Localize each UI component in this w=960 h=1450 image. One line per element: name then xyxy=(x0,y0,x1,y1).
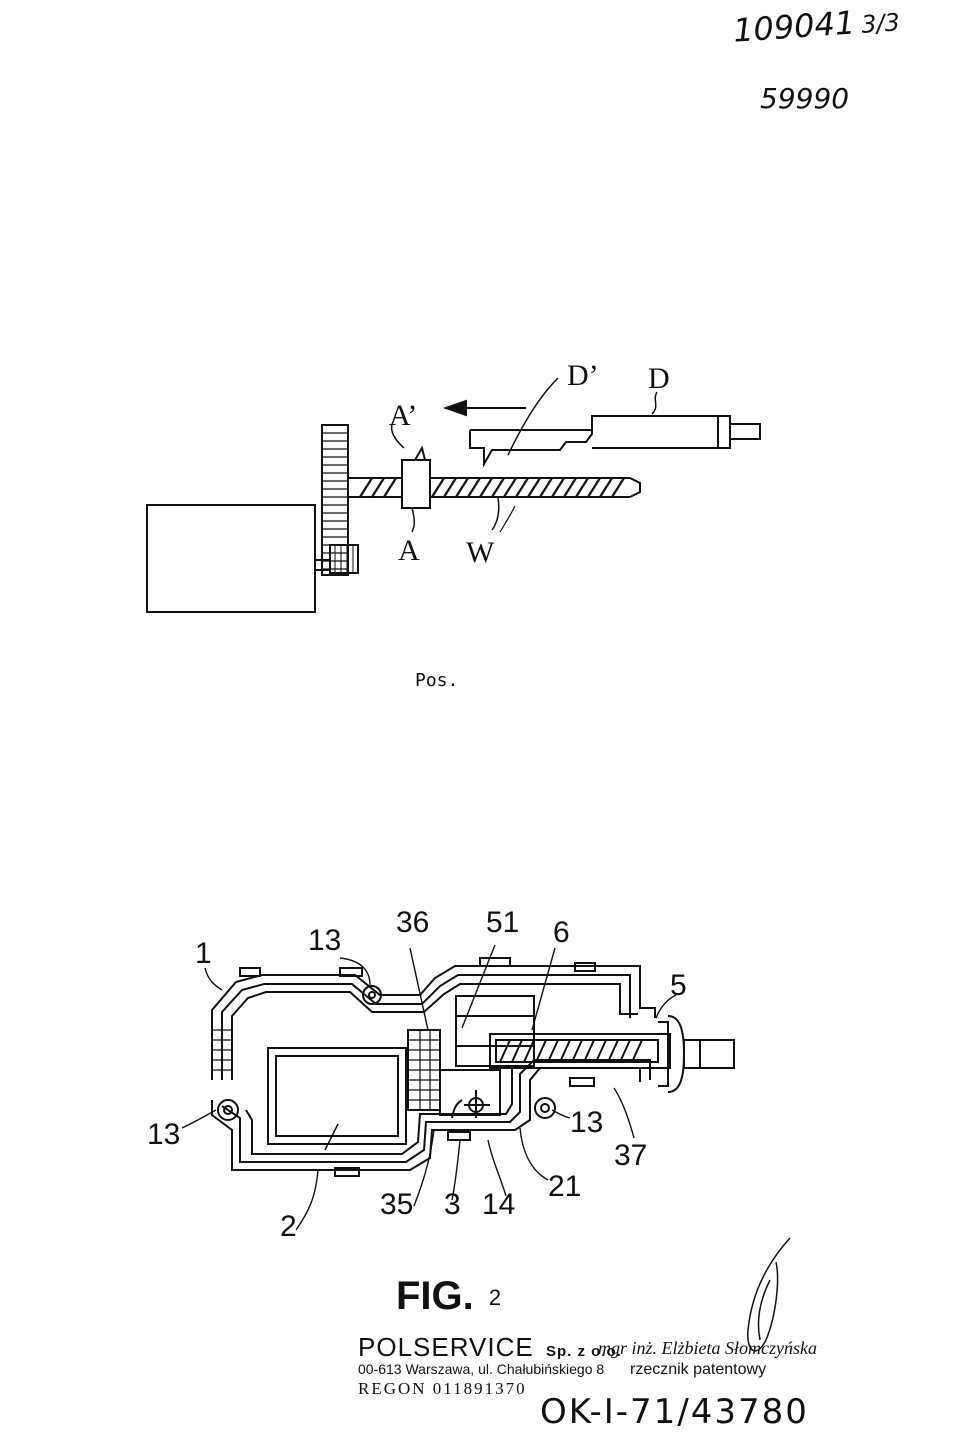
fig1-motor-box xyxy=(146,504,316,613)
label-36: 36 xyxy=(396,906,429,939)
fig2-caption: FIG. 2 xyxy=(396,1274,501,1319)
fig2-caption-main: FIG. xyxy=(396,1274,474,1318)
fig2-output-shaft xyxy=(683,1039,735,1069)
label-35: 35 xyxy=(380,1188,413,1221)
fig2-motor xyxy=(267,1047,407,1145)
label-D-prime: D’ xyxy=(567,359,599,392)
fig1-nut-A xyxy=(401,459,431,509)
fig1-worm-thread xyxy=(359,477,625,498)
label-1: 1 xyxy=(195,937,212,970)
label-14: 14 xyxy=(482,1188,515,1221)
label-W: W xyxy=(466,536,495,569)
stamp-address: 00-613 Warszawa, ul. Chałubińskiego 8 xyxy=(358,1361,605,1377)
stamp-company-suffix: Sp. z o.o. xyxy=(545,1343,622,1360)
label-13-left: 13 xyxy=(147,1118,180,1151)
label-2: 2 xyxy=(280,1210,297,1243)
figure-1-mechanism xyxy=(146,377,761,613)
stamp-company-line: POLSERVICE Sp. z o.o. xyxy=(358,1332,622,1363)
label-13-right: 13 xyxy=(570,1106,603,1139)
label-51: 51 xyxy=(486,906,519,939)
label-37: 37 xyxy=(614,1139,647,1172)
fig2-worm-tube xyxy=(489,1033,671,1069)
fig2-caption-num: 2 xyxy=(488,1285,502,1311)
label-6: 6 xyxy=(553,916,570,949)
attorney-name: mgr inż. Elżbieta Słomczyńska xyxy=(598,1338,817,1358)
label-D: D xyxy=(648,362,670,395)
fig1-slider-D xyxy=(469,415,731,468)
attorney-title: rzecznik patentowy xyxy=(630,1361,767,1378)
fig1-caption: Pos. xyxy=(415,670,459,691)
handwritten-code: OK-I-71/43780 xyxy=(540,1392,809,1432)
company-stamp: POLSERVICE Sp. z o.o. 00-613 Warszawa, u… xyxy=(358,1332,622,1399)
label-13-top: 13 xyxy=(308,924,341,957)
fig1-gear xyxy=(321,424,349,576)
label-5: 5 xyxy=(670,969,687,1002)
label-3: 3 xyxy=(444,1188,461,1221)
label-A-prime: A’ xyxy=(389,399,417,432)
label-A: A xyxy=(398,534,420,567)
fig2-mount-eye-left xyxy=(217,1099,239,1121)
label-21: 21 xyxy=(548,1170,581,1203)
stamp-company: POLSERVICE xyxy=(358,1332,534,1362)
attorney-block: mgr inż. Elżbieta Słomczyńska rzecznik p… xyxy=(598,1338,817,1379)
fig2-mount-eye-right xyxy=(534,1097,556,1119)
handwritten-ref-number-2: 59990 xyxy=(760,82,850,115)
fig2-mount-eye-top xyxy=(362,985,382,1005)
signature-scribble xyxy=(747,1237,791,1352)
fig2-leader-lines xyxy=(181,944,677,1231)
figure-2-assembly xyxy=(181,944,735,1231)
stamp-regon: REGON 011891370 xyxy=(358,1379,527,1398)
